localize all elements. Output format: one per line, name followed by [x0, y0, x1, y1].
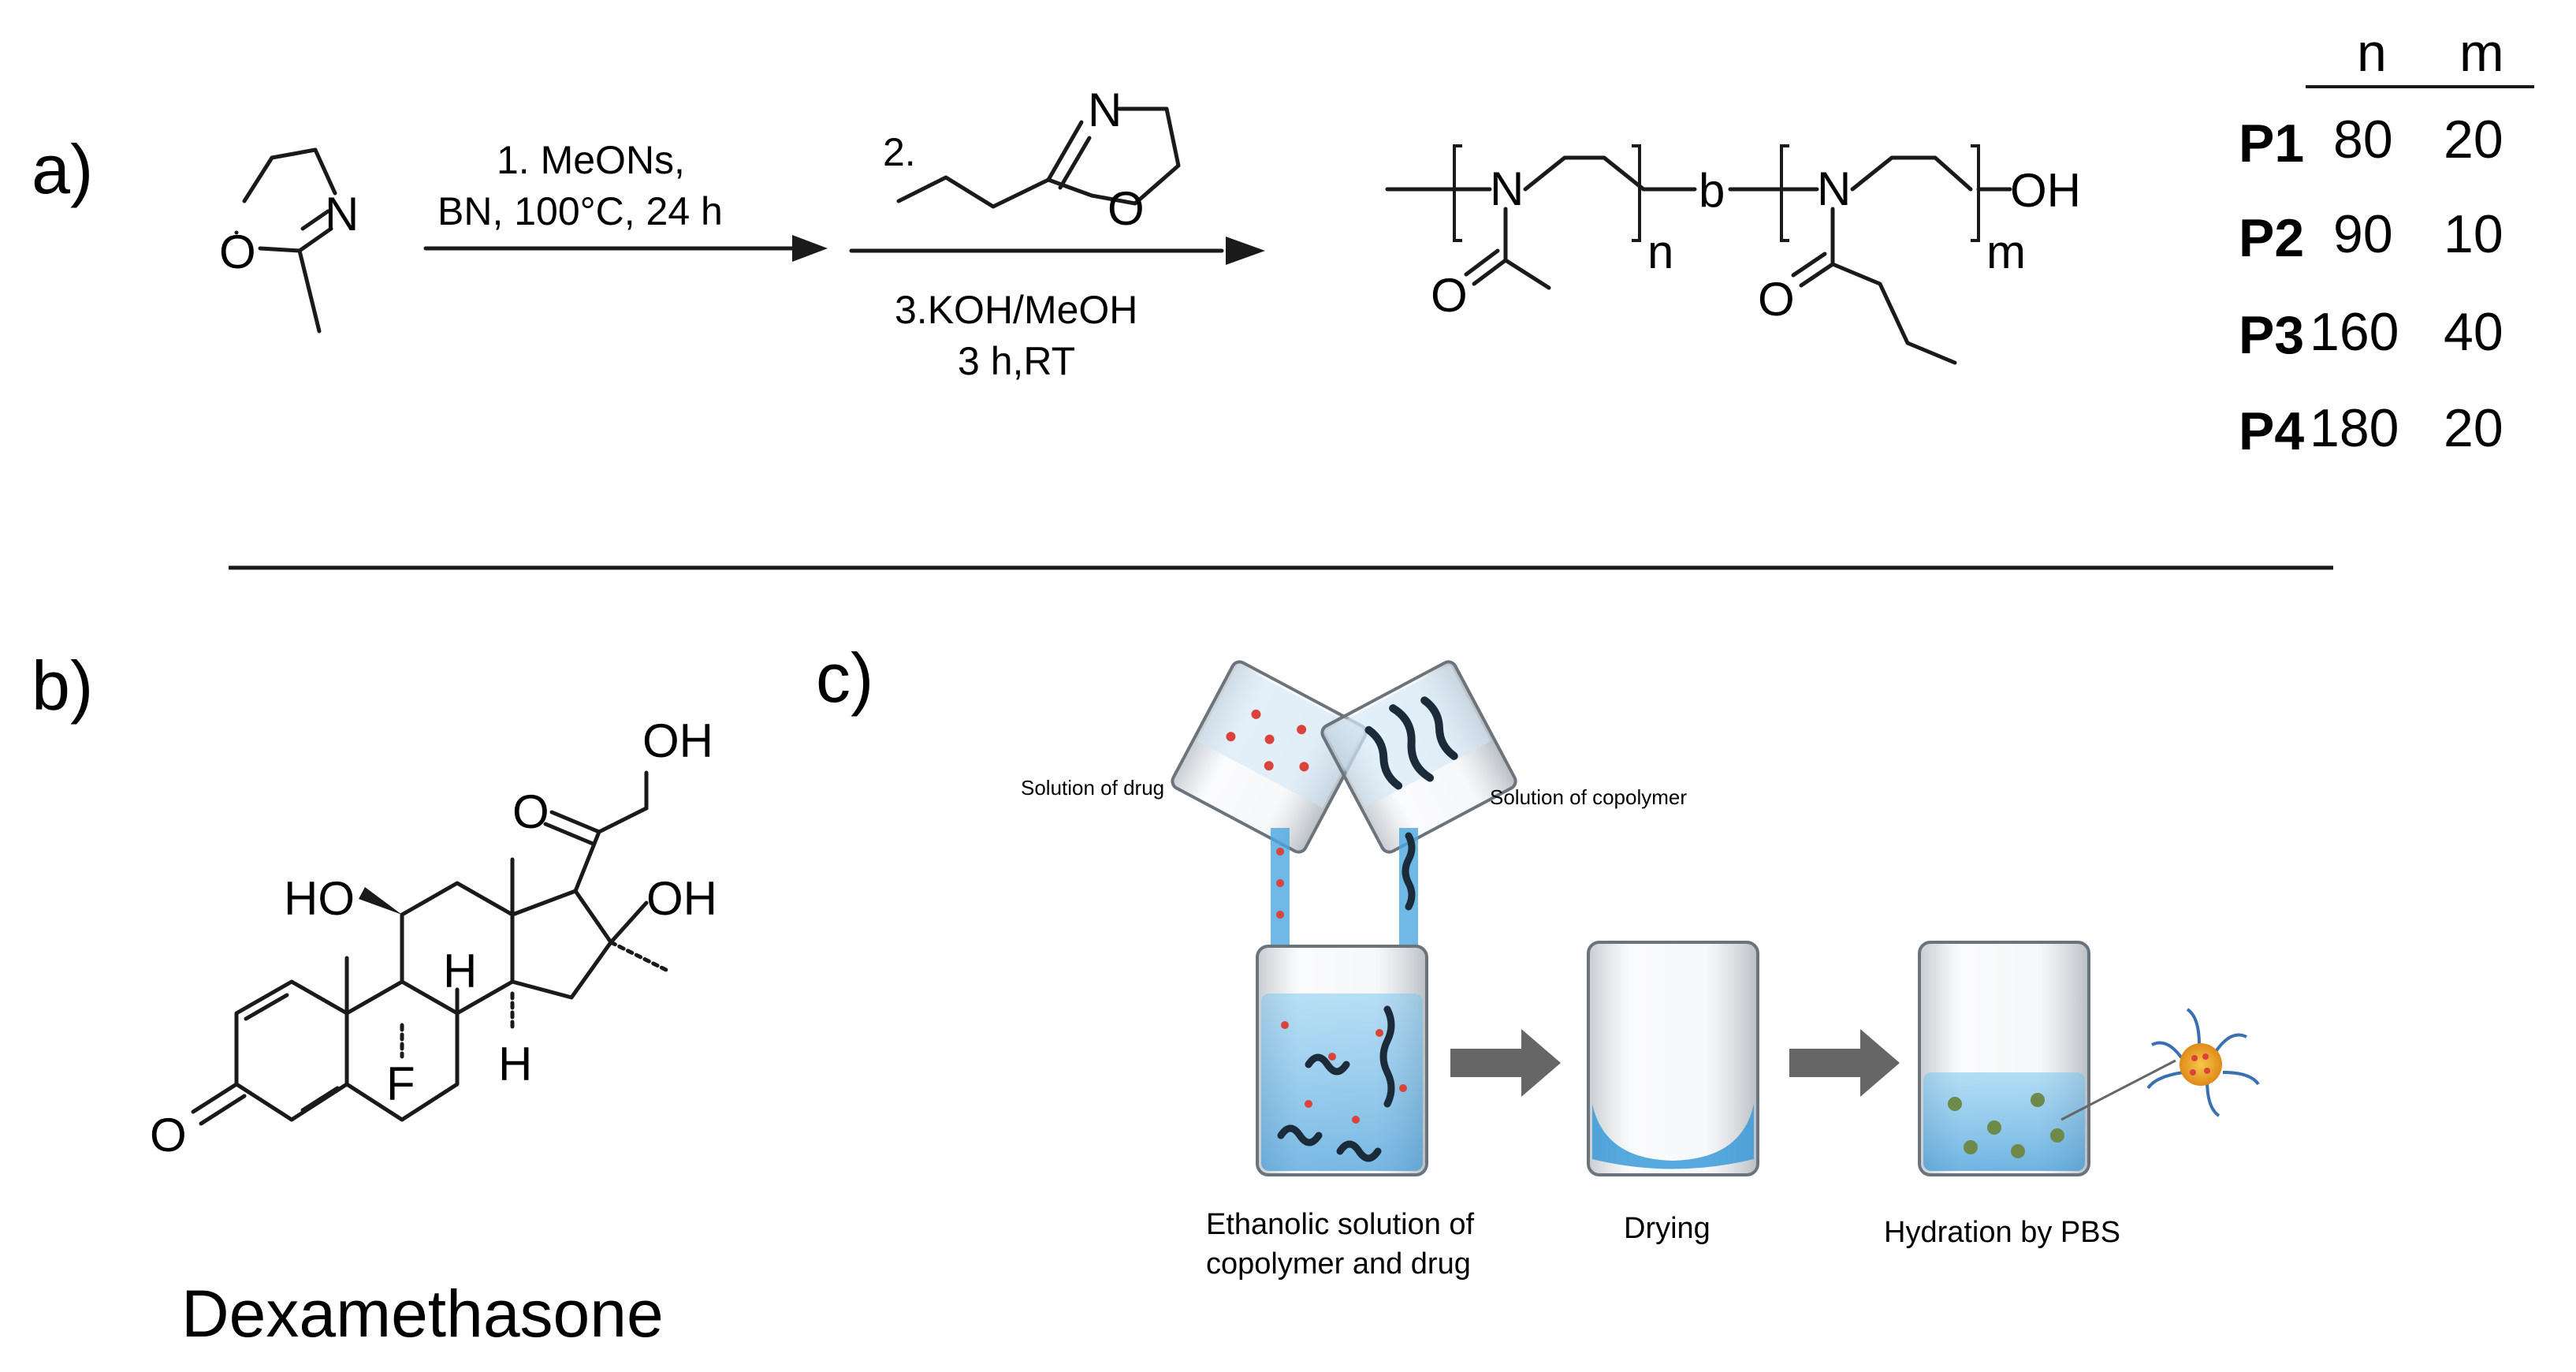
dexamethasone-structure: O HO H F H OH: [150, 714, 717, 1161]
copolymer-solution-beaker: [1320, 660, 1517, 854]
drying-beaker: [1587, 941, 1759, 1176]
process-arrow-1: [1450, 1029, 1561, 1097]
table-cell-n: 180: [2310, 398, 2399, 458]
table-cell-n: 90: [2333, 204, 2393, 264]
step1-caption-line2: copolymer and drug: [1206, 1247, 1471, 1281]
step1-caption-line1: Ethanolic solution of: [1206, 1208, 1475, 1241]
panel-c-label: c): [816, 639, 873, 717]
compound-name: Dexamethasone: [181, 1277, 664, 1351]
hydration-beaker: [1918, 941, 2090, 1176]
drug-solution-beaker: [1171, 660, 1368, 854]
table-cell-m: 40: [2444, 302, 2503, 362]
polymer-atom-o2: O: [1758, 273, 1795, 326]
panel-a: a) O N 1. MeONs, BN, 100°C, 24 h 2. 3.KO…: [32, 23, 2534, 461]
atom-n: N: [1088, 84, 1122, 136]
copolymer-solution-label: Solution of copolymer: [1490, 785, 1687, 809]
atom-o: O: [219, 226, 256, 278]
table-cell-n: 160: [2310, 302, 2399, 362]
propyl-oxazoline-structure: N O: [896, 84, 1181, 235]
atom-f: F: [386, 1057, 415, 1110]
polymer-end-oh: OH: [2010, 164, 2081, 217]
block-copolymer-structure: N n O b N m OH O: [1385, 144, 2081, 365]
table-cell-m: 20: [2444, 110, 2503, 170]
step3-caption: Hydration by PBS: [1884, 1216, 2120, 1249]
panel-b: b) O HO H F: [32, 647, 717, 1351]
block-marker: b: [1699, 164, 1725, 217]
atom-n: N: [325, 188, 359, 240]
polymer-atom-n1: N: [1490, 162, 1524, 215]
atom-o-3: O: [150, 1109, 187, 1161]
atom-oh-17: OH: [646, 872, 717, 925]
atom-o: O: [1107, 182, 1145, 235]
polymer-atom-n2: N: [1817, 162, 1851, 215]
reaction-arrow-1: 1. MeONs, BN, 100°C, 24 h: [423, 138, 828, 262]
polymer-m: m: [1986, 226, 2026, 278]
panel-b-label: b): [32, 647, 93, 725]
step1-line1: 1. MeONs,: [497, 138, 685, 182]
process-arrow-2: [1789, 1029, 1900, 1097]
drug-solution-label: Solution of drug: [1021, 776, 1164, 800]
panel-c: c) Solution of drug Solution of copolyme…: [816, 639, 2260, 1281]
table-row-name: P1: [2239, 114, 2304, 173]
atom-o-keto: O: [512, 785, 549, 838]
atom-ho-11: HO: [284, 872, 355, 925]
table-row-name: P2: [2239, 208, 2304, 268]
table-cell-m: 10: [2444, 204, 2503, 264]
micelle-callout-line: [2060, 1059, 2176, 1121]
table-header-n: n: [2357, 23, 2387, 83]
polymer-composition-table: n m P1 80 20 P2 90 10 P3 160 40 P4 180 2…: [2239, 23, 2534, 461]
table-header-m: m: [2459, 23, 2504, 83]
table-row-name: P4: [2239, 401, 2304, 461]
reaction-arrow-2: 2. 3.KOH/MeOH 3 h,RT: [849, 130, 1265, 383]
panel-a-label: a): [32, 130, 93, 208]
polymer-atom-o1: O: [1431, 269, 1468, 322]
step3-line1: 3.KOH/MeOH: [895, 288, 1137, 332]
polymer-n: n: [1647, 226, 1673, 278]
ethanolic-solution-beaker: [1256, 945, 1428, 1176]
step3-line2: 3 h,RT: [958, 339, 1075, 383]
micelle-icon: [2146, 1008, 2260, 1117]
table-row-name: P3: [2239, 305, 2304, 365]
atom-oh-top: OH: [642, 714, 713, 767]
step2-caption: Drying: [1624, 1212, 1711, 1245]
step1-line2: BN, 100°C, 24 h: [437, 189, 723, 233]
methyl-oxazoline-structure: O N: [219, 147, 359, 334]
step2-label: 2.: [883, 130, 916, 174]
table-cell-n: 80: [2333, 110, 2393, 170]
atom-h-14: H: [498, 1038, 532, 1091]
atom-h-8: H: [443, 945, 477, 997]
table-cell-m: 20: [2444, 398, 2503, 458]
